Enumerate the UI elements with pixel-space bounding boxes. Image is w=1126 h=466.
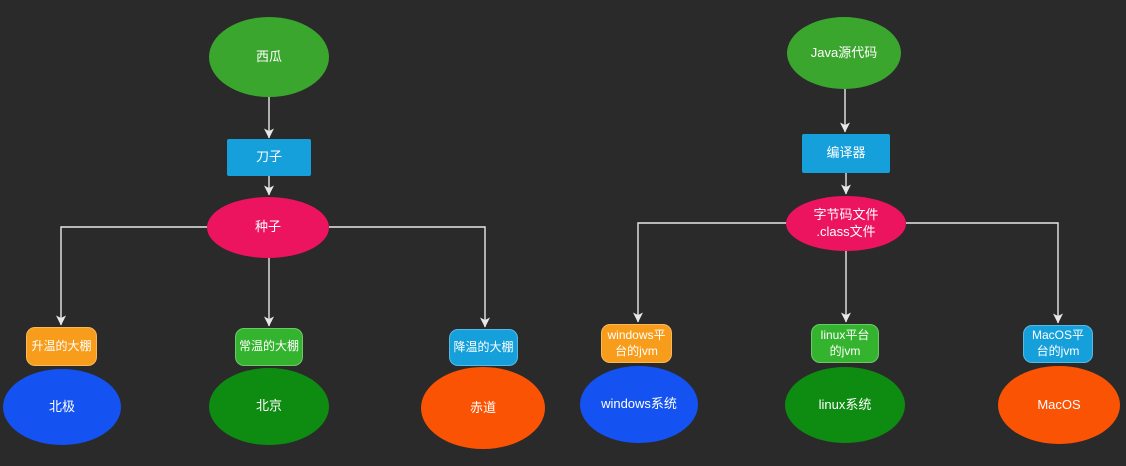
node-knife[interactable]: 刀子 — [227, 139, 311, 176]
connector-seed-to-cool-greenhouse — [329, 226, 490, 328]
node-seed[interactable]: 种子 — [207, 197, 329, 258]
node-north-pole[interactable]: 北极 — [3, 369, 121, 445]
node-watermelon[interactable]: 西瓜 — [209, 17, 329, 97]
node-cooling-greenhouse[interactable]: 降温的大棚 — [449, 329, 518, 366]
node-macos-system[interactable]: MacOS — [998, 366, 1120, 444]
node-beijing[interactable]: 北京 — [209, 368, 329, 445]
node-windows-jvm[interactable]: windows平台的jvm — [601, 324, 672, 363]
connector-bytecode-to-windows-jvm — [633, 222, 787, 323]
connector-bytecode-to-macos-jvm — [906, 222, 1063, 324]
node-warming-greenhouse[interactable]: 升温的大棚 — [26, 327, 97, 366]
node-equator[interactable]: 赤道 — [421, 367, 545, 449]
node-compiler[interactable]: 编译器 — [802, 134, 890, 173]
node-macos-jvm[interactable]: MacOS平台的jvm — [1023, 325, 1093, 363]
node-normal-greenhouse[interactable]: 常温的大棚 — [235, 328, 303, 366]
node-bytecode-file[interactable]: 字节码文件 .class文件 — [786, 196, 906, 251]
node-linux-system[interactable]: linux系统 — [785, 367, 905, 443]
node-windows-system[interactable]: windows系统 — [580, 366, 698, 443]
node-java-source[interactable]: Java源代码 — [787, 17, 901, 89]
connector-seed-to-warm-greenhouse — [56, 226, 208, 326]
node-linux-jvm[interactable]: linux平台的jvm — [811, 324, 879, 363]
